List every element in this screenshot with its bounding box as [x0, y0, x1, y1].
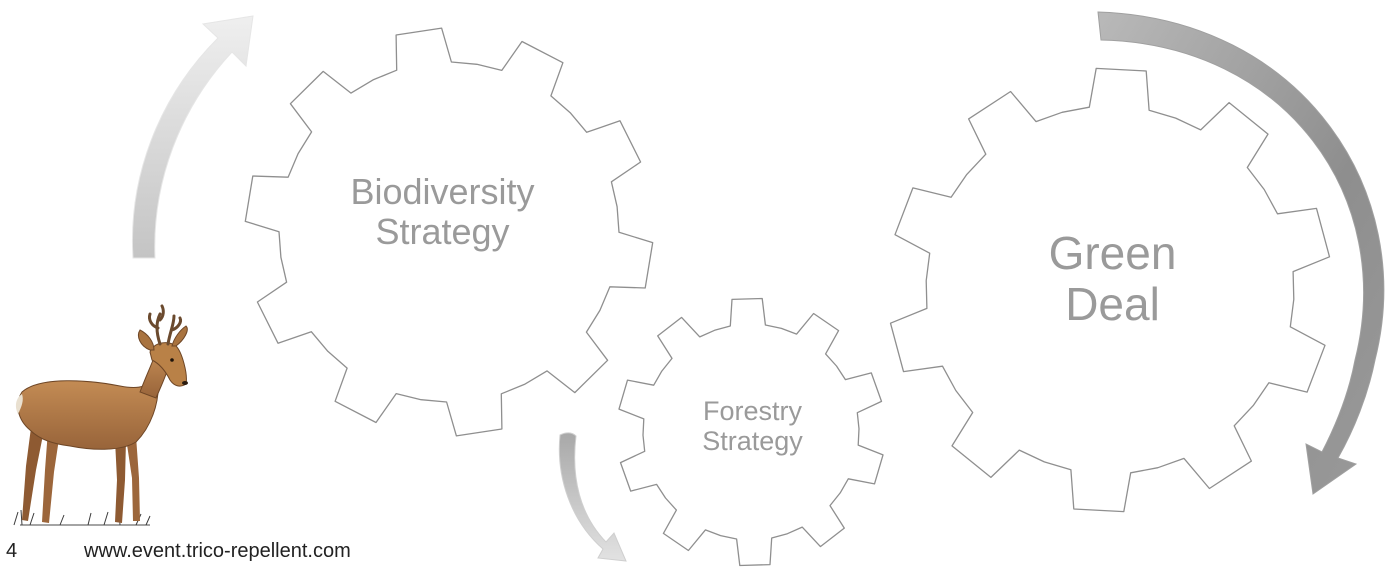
- gear-label-line: Strategy: [375, 211, 510, 253]
- gear-label-line: Forestry: [702, 396, 802, 426]
- gear-icon: [889, 67, 1331, 513]
- gear-label-forestry-strategy: Forestry Strategy: [655, 396, 850, 456]
- roe-deer-illustration: [13, 304, 188, 526]
- curved-arrow-icon: [558, 432, 627, 562]
- gear-label-green-deal: Green Deal: [985, 228, 1240, 329]
- gear-label-line: Green: [1048, 227, 1177, 279]
- curved-arrow-icon: [1097, 11, 1385, 495]
- gear-icon: [244, 27, 654, 437]
- gear-label-line: Biodiversity: [350, 171, 535, 212]
- slide-footer: 4 www.event.trico-repellent.com: [6, 540, 351, 563]
- gear-icon: [618, 297, 884, 567]
- gear-label-line: Strategy: [702, 426, 803, 457]
- gear-label-biodiversity-strategy: Biodiversity Strategy: [300, 171, 585, 253]
- footer-url[interactable]: www.event.trico-repellent.com: [84, 540, 351, 562]
- curved-arrow-icon: [131, 15, 254, 259]
- gear-label-line: Deal: [1065, 277, 1160, 330]
- page-number: 4: [6, 540, 18, 562]
